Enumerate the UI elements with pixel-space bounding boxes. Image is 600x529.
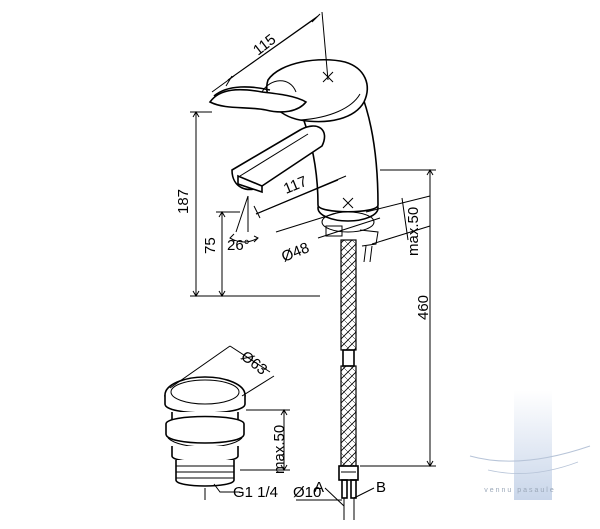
dim-waste-thread: G1 1/4 xyxy=(233,484,278,501)
dim-max-deck: max.50 xyxy=(405,207,422,256)
watermark-text: vennu pasaule xyxy=(484,487,556,494)
waste-fitting xyxy=(164,376,246,500)
supply-hoses xyxy=(338,239,359,520)
dimension-lines xyxy=(169,11,436,507)
aerator xyxy=(237,174,263,194)
faucet-body xyxy=(208,59,379,263)
dim-hose-length: 460 xyxy=(415,295,432,320)
dim-hose-diameter: Ø10 xyxy=(293,484,321,501)
watermark-arc xyxy=(469,445,591,462)
dim-base-diameter: Ø48 xyxy=(279,239,312,265)
lever-handle xyxy=(208,88,308,113)
dim-spout-reach: 115 xyxy=(250,31,279,59)
dim-waste-diameter: Ø63 xyxy=(238,348,271,379)
dim-waste-max: max.50 xyxy=(271,425,288,474)
waste-thread xyxy=(175,460,235,487)
hose-lower xyxy=(340,365,357,467)
callout-b: B xyxy=(376,479,386,496)
dim-spout-angle: 26° xyxy=(227,237,250,254)
spout xyxy=(231,125,326,191)
callout-a: A xyxy=(314,479,324,496)
hose-upper xyxy=(340,239,357,351)
dim-spout-height: 75 xyxy=(202,237,219,254)
base-centre-mark xyxy=(342,197,354,209)
watermark-logo: vennu pasaule xyxy=(469,390,591,500)
watermark-bar xyxy=(514,390,552,500)
dim-total-height: 187 xyxy=(175,189,192,214)
